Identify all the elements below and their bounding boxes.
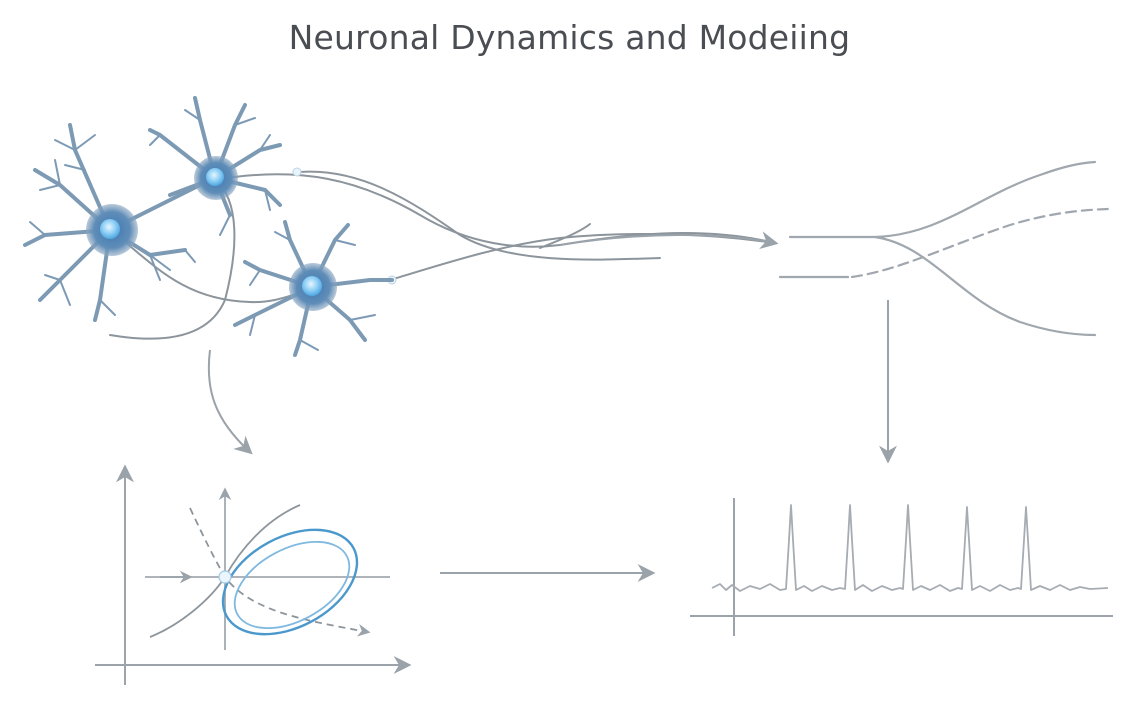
neuron-cell-icon <box>233 220 394 357</box>
phase-portrait-icon <box>95 464 412 685</box>
neuron-cell-icon <box>148 96 282 236</box>
spike-train-icon <box>690 498 1113 636</box>
neuron-network <box>23 96 776 357</box>
axon-fibers <box>109 170 776 340</box>
arrow-network-to-branch <box>559 231 779 250</box>
page-title: Neuronal Dynamics and Modeiing <box>288 18 851 57</box>
arrow-network-to-phase <box>207 349 253 455</box>
neuron-cell-icon <box>23 123 202 322</box>
bifurcation-branches <box>778 160 1110 337</box>
membrane-potential-trace <box>711 504 1109 592</box>
